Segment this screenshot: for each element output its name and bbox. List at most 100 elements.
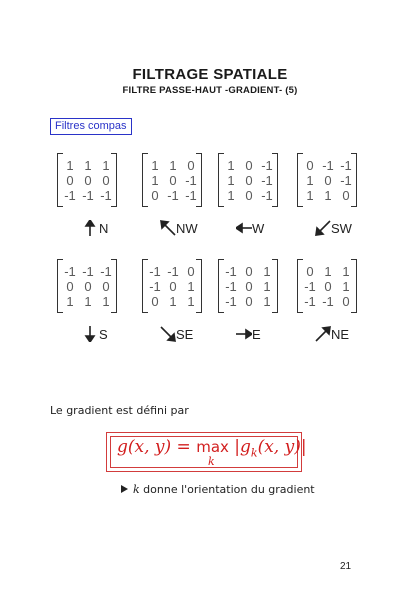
direction-label: S xyxy=(99,327,108,342)
arrow-right-icon xyxy=(236,328,252,340)
bullet-text: donne l'orientation du gradient xyxy=(139,483,315,496)
matrix-bracket xyxy=(58,153,63,154)
page-number: 21 xyxy=(340,561,352,572)
matrix-cell: 0 xyxy=(342,188,350,203)
matrix-cell: 1 xyxy=(169,294,177,309)
formula-rhs: |g xyxy=(228,437,251,457)
matrix-cell: -1 xyxy=(185,188,197,203)
matrix-bracket xyxy=(143,153,148,154)
matrix-cell: 1 xyxy=(227,188,235,203)
matrix-bracket xyxy=(196,312,201,313)
direction-label: SE xyxy=(176,327,194,342)
matrix-cell: 0 xyxy=(245,158,253,173)
matrix-cell: 0 xyxy=(245,188,253,203)
matrix-cell: -1 xyxy=(167,188,179,203)
matrix-cell: 0 xyxy=(169,279,177,294)
matrix-cell: 0 xyxy=(324,279,332,294)
matrix-cell: 1 xyxy=(84,294,92,309)
matrix-cell: -1 xyxy=(64,188,76,203)
direction-label: NE xyxy=(331,327,350,342)
matrix-cell: 0 xyxy=(245,264,253,279)
matrix-bracket xyxy=(58,259,63,260)
matrix-cell: 0 xyxy=(169,173,177,188)
matrix-cell: 1 xyxy=(263,279,271,294)
matrix-cell: 1 xyxy=(187,294,195,309)
matrix-cell: 0 xyxy=(245,279,253,294)
matrix-bracket xyxy=(143,206,148,207)
page-subtitle: FILTRE PASSE-HAUT -GRADIENT- (5) xyxy=(122,85,298,96)
matrix-cell: -1 xyxy=(322,158,334,173)
bullet-triangle-icon xyxy=(121,485,128,493)
formula-max-subscript: k xyxy=(208,455,215,468)
matrix-cell: 0 xyxy=(84,279,92,294)
matrix-cell: -1 xyxy=(322,294,334,309)
formula-inner-frame xyxy=(110,436,298,468)
matrix-cell: -1 xyxy=(64,264,76,279)
matrix-bracket xyxy=(219,259,224,260)
matrix-bracket xyxy=(298,153,303,154)
matrix-cell: 1 xyxy=(66,294,74,309)
matrix-cell: 0 xyxy=(66,279,74,294)
direction-n: N xyxy=(59,219,119,239)
matrix-bracket xyxy=(351,206,356,207)
matrix-cell: 0 xyxy=(66,173,74,188)
matrix-cell: 0 xyxy=(187,264,195,279)
matrix-cell: 1 xyxy=(66,158,74,173)
matrix-bracket xyxy=(298,259,303,260)
matrix-cell: 0 xyxy=(342,294,350,309)
matrix-cell: -1 xyxy=(149,264,161,279)
matrix-cell: -1 xyxy=(261,188,273,203)
arrow-up-icon xyxy=(84,220,96,236)
matrix-bracket xyxy=(111,312,116,313)
gradient-formula: g(x, y) = max |gk(x, y)| xyxy=(117,437,307,459)
matrix-cell: -1 xyxy=(225,279,237,294)
formula-rhs-sub: k xyxy=(250,446,258,460)
matrix-bracket xyxy=(196,206,201,207)
matrix-cell: 0 xyxy=(245,294,253,309)
matrix-bracket xyxy=(111,206,116,207)
matrix-bracket xyxy=(58,206,63,207)
matrix-bracket xyxy=(219,312,224,313)
direction-s: S xyxy=(59,325,119,345)
matrix-cell: -1 xyxy=(167,264,179,279)
arrow-down-right-icon xyxy=(160,326,176,342)
matrix-bracket xyxy=(351,153,356,154)
matrix-cell: -1 xyxy=(304,294,316,309)
matrix-cell: 1 xyxy=(227,158,235,173)
page-title: FILTRAGE SPATIALE xyxy=(132,66,288,83)
arrow-down-icon xyxy=(84,326,96,342)
section-label-box: Filtres compas xyxy=(50,118,132,135)
matrix-cell: -1 xyxy=(261,158,273,173)
arrow-down-left-icon xyxy=(315,220,331,236)
direction-label: E xyxy=(252,327,261,342)
matrix-cell: -1 xyxy=(261,173,273,188)
matrix-cell: 1 xyxy=(324,188,332,203)
formula-rhs-end: (x, y)| xyxy=(257,437,307,457)
matrix-cell: -1 xyxy=(340,173,352,188)
direction-label: N xyxy=(99,221,109,236)
matrix-bracket xyxy=(298,206,303,207)
matrix-cell: 1 xyxy=(324,264,332,279)
matrix-cell: 1 xyxy=(306,188,314,203)
matrix-cell: 0 xyxy=(187,158,195,173)
bullet-orientation: k donne l'orientation du gradient xyxy=(121,483,315,496)
arrow-up-right-icon xyxy=(315,326,331,342)
matrix-cell: -1 xyxy=(82,188,94,203)
direction-e: E xyxy=(220,325,280,345)
matrix-cell: -1 xyxy=(185,173,197,188)
direction-se: SE xyxy=(144,325,204,345)
matrix-cell: 0 xyxy=(306,264,314,279)
matrix-cell: 0 xyxy=(102,279,110,294)
matrix-bracket xyxy=(111,153,116,154)
